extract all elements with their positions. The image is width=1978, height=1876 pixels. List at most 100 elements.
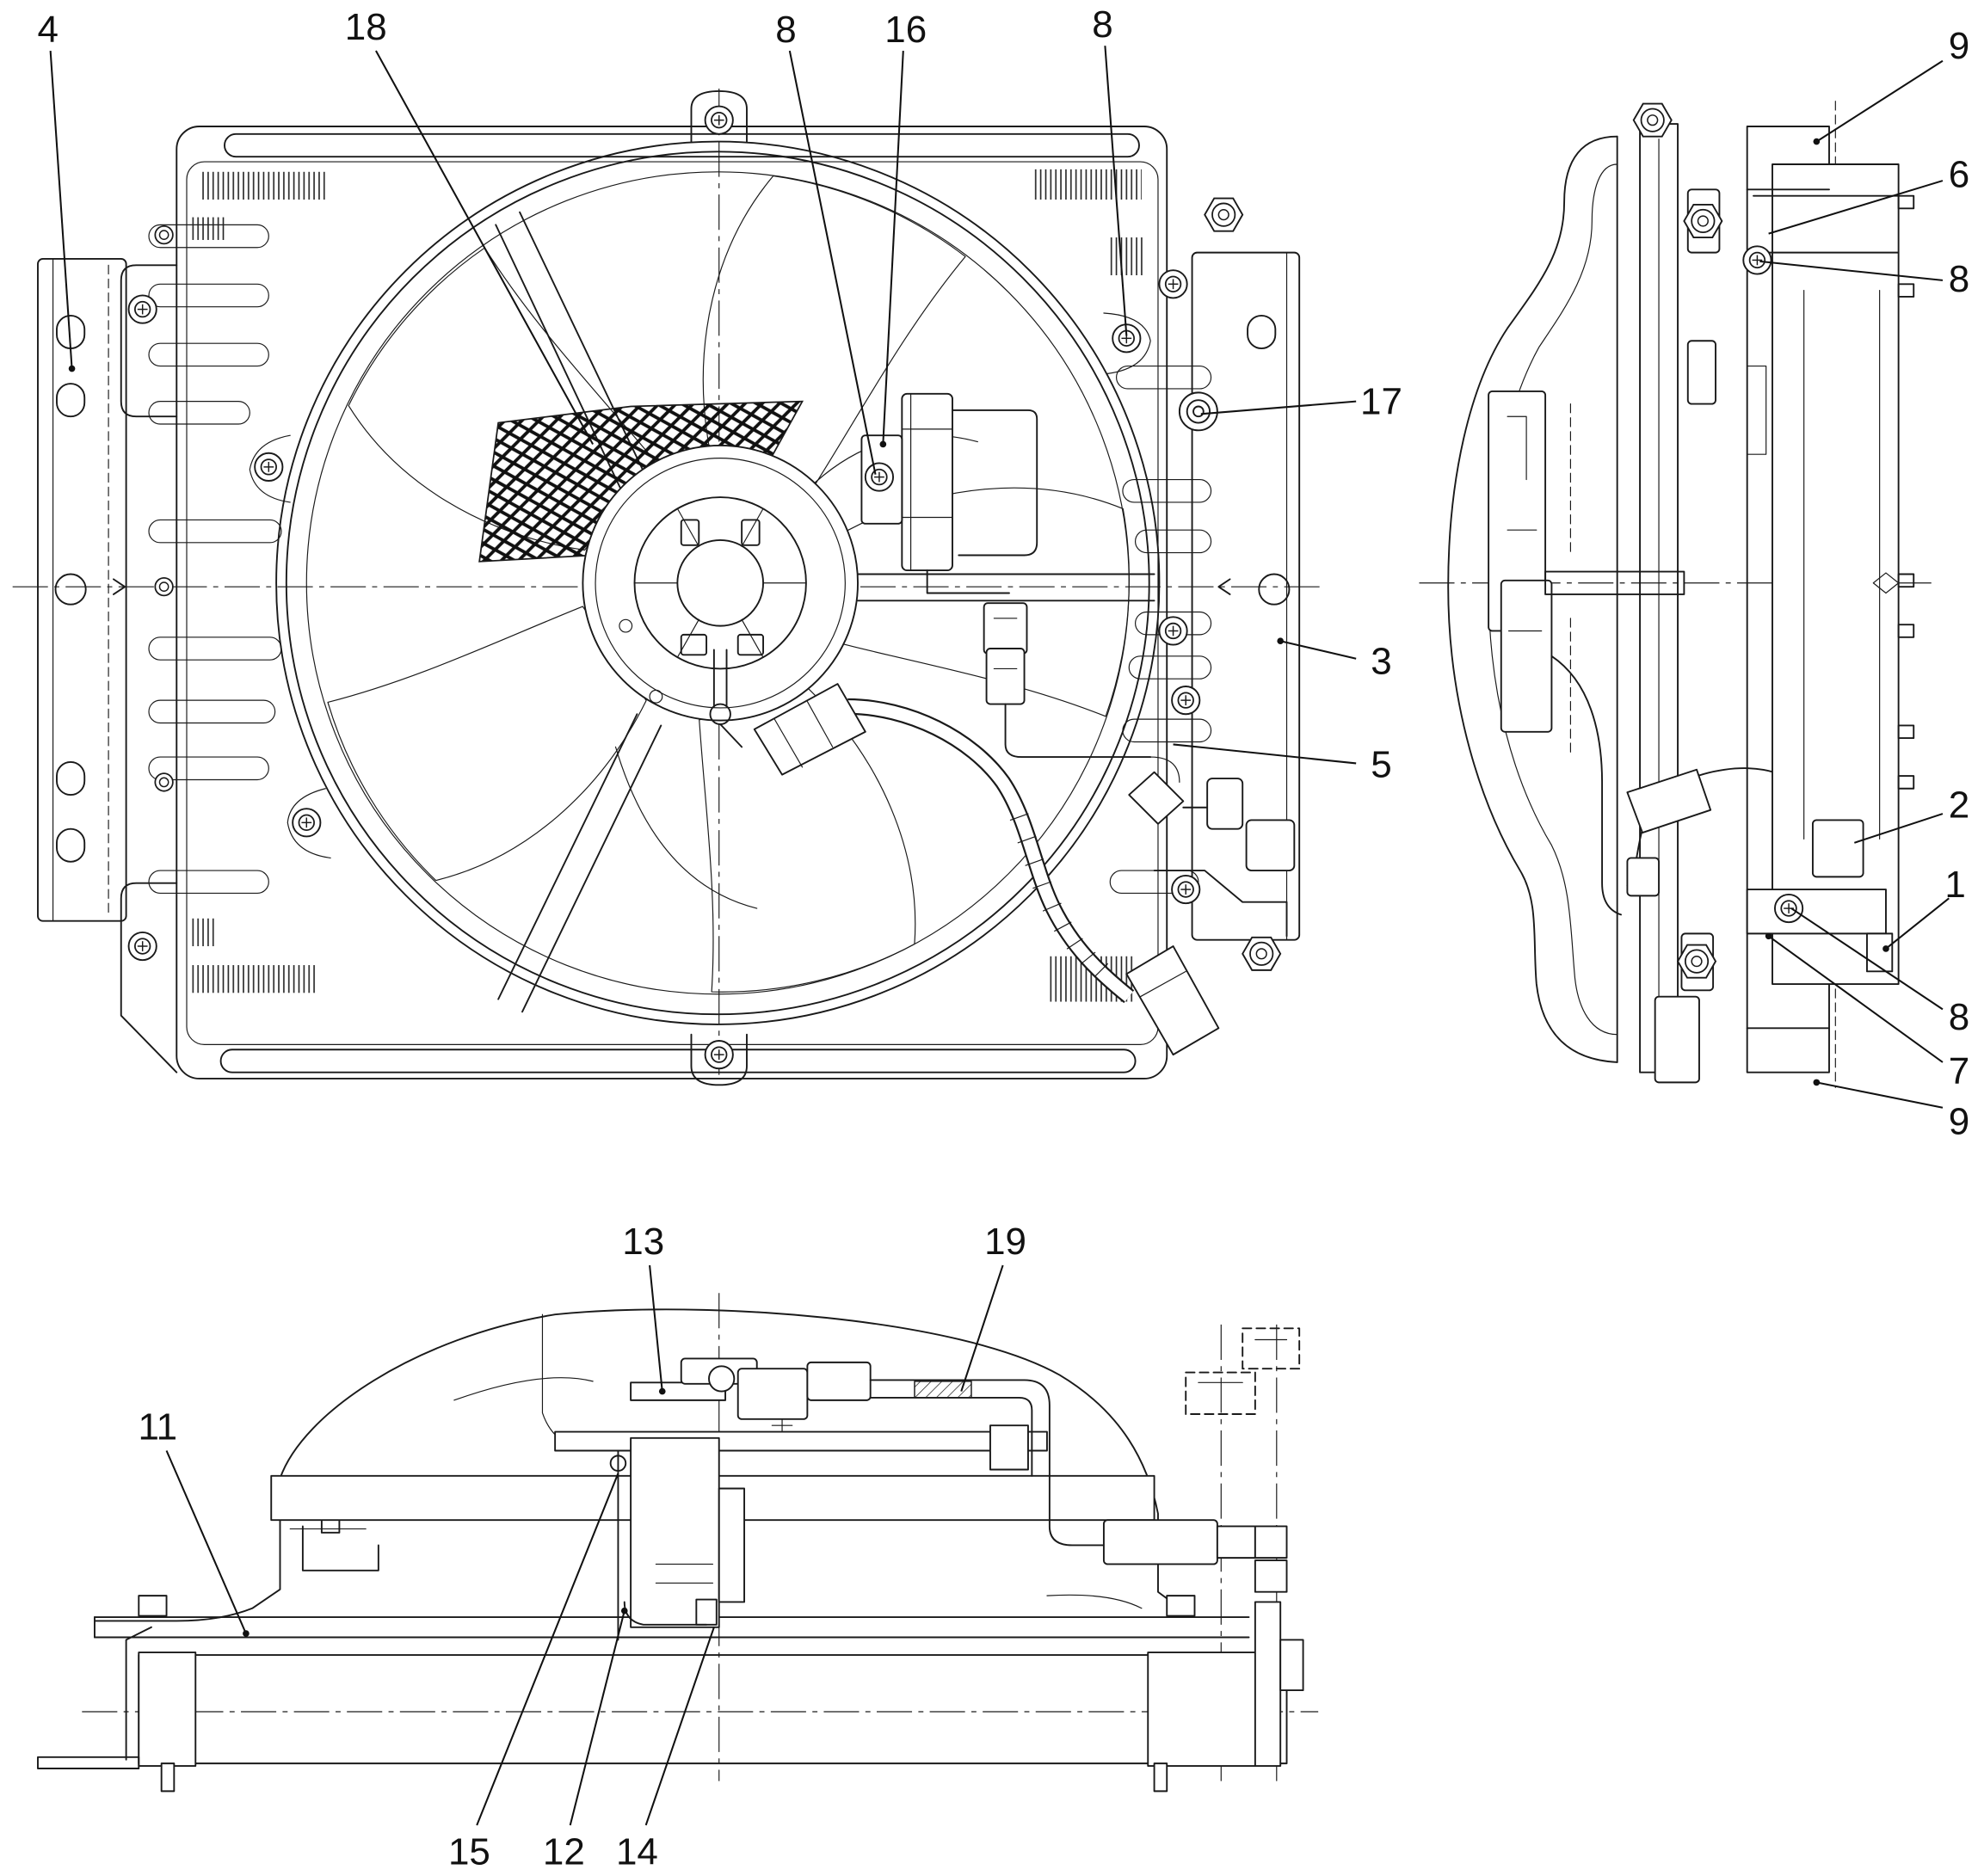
leader-line (1815, 59, 1944, 143)
bottom-connector-19 (736, 1361, 1105, 1547)
hex-bolt (1683, 203, 1723, 238)
leader-line (49, 50, 73, 369)
callout-8: 8 (1949, 996, 1969, 1038)
bolt (1158, 269, 1188, 299)
callout-14: 14 (616, 1830, 658, 1873)
hex-bolt (1242, 936, 1282, 971)
harness-end-connector (1125, 945, 1220, 1056)
bolt (154, 577, 174, 597)
bolt (292, 808, 322, 838)
callout-9: 9 (1949, 1100, 1969, 1142)
callout-8: 8 (1949, 258, 1969, 300)
callout-8: 8 (775, 9, 796, 51)
leader-line (1790, 907, 1944, 1011)
hex-bolt (1632, 102, 1673, 138)
callout-19: 19 (984, 1221, 1026, 1263)
fan-blade (842, 487, 1131, 717)
callout-2: 2 (1949, 784, 1969, 826)
callout-7: 7 (1949, 1050, 1969, 1092)
bottom-right-connector (1102, 1327, 1304, 1692)
front-bolts (127, 105, 1282, 1070)
leader-dot (1813, 138, 1821, 145)
fan-relay (860, 392, 1038, 594)
motor-connector (753, 683, 866, 776)
wiring-harness (847, 698, 1135, 1004)
bolt (127, 294, 157, 324)
callout-9: 9 (1949, 25, 1969, 67)
hex-bolt (1204, 197, 1244, 232)
leader-line (649, 1264, 663, 1392)
leader-line (788, 50, 877, 475)
callout-6: 6 (1949, 153, 1969, 195)
callout-11: 11 (138, 1405, 177, 1448)
bolt (1171, 874, 1201, 905)
fan-shroud (120, 89, 1168, 1086)
bolt (154, 772, 174, 792)
bottom-callouts: 13 19 11 15 12 14 (138, 1221, 1026, 1873)
fan-blade (702, 175, 966, 485)
bolt (254, 452, 284, 482)
side-callouts: 9 6 8 2 1 8 7 9 (1944, 25, 1969, 1143)
front-view: 4 18 8 16 8 17 3 5 (12, 3, 1402, 1086)
leader-line (1104, 46, 1128, 336)
bottom-leader-lines (165, 1264, 1004, 1826)
bottom-studs (138, 1595, 1196, 1793)
callout-16: 16 (884, 9, 927, 51)
bolt (127, 931, 157, 962)
leader-line (882, 50, 904, 445)
leader-dot (879, 440, 887, 448)
leader-line (960, 1264, 1004, 1392)
side-leader-lines (1759, 59, 1950, 1109)
leader-line (1885, 897, 1950, 950)
side-wiring (1626, 767, 1792, 897)
callout-8: 8 (1092, 3, 1112, 46)
leader-line (476, 1473, 619, 1826)
callout-3: 3 (1371, 640, 1391, 682)
callout-4: 4 (37, 9, 58, 51)
fan-blades (327, 175, 1131, 993)
leader-line (1200, 400, 1357, 415)
leader-line (1768, 935, 1944, 1063)
leader-line (1759, 260, 1944, 281)
leader-line (1279, 640, 1357, 660)
side-brackets (1654, 188, 1894, 1084)
callout-1: 1 (1944, 864, 1965, 906)
leader-dot (1882, 945, 1889, 952)
leader-line (644, 1627, 715, 1826)
bottom-radiator (37, 1601, 1288, 1769)
leader-dot (620, 1607, 628, 1615)
leader-dot (243, 1630, 250, 1637)
leader-dot (1277, 637, 1285, 645)
leader-line (569, 1610, 625, 1826)
bottom-view: 13 19 11 15 12 14 (37, 1221, 1319, 1873)
radiator-tubes (148, 224, 1212, 895)
leader-line (1853, 813, 1944, 844)
fan-motor-hub (582, 444, 859, 748)
bottom-fan-blade (270, 1430, 1155, 1641)
leader-line (1816, 1081, 1944, 1109)
fan-switch-connectors (1128, 756, 1296, 938)
bolt (864, 462, 895, 492)
leader-line (1173, 743, 1357, 765)
side-view: 9 6 8 2 1 8 7 9 (1419, 25, 1969, 1143)
leader-line (375, 50, 595, 445)
front-callouts: 4 18 8 16 8 17 3 5 (37, 3, 1402, 786)
bolt (1171, 686, 1201, 716)
callout-17: 17 (1360, 380, 1402, 422)
leader-line (165, 1450, 247, 1634)
fan-blade (327, 606, 647, 882)
side-motor (1488, 390, 1685, 916)
leader-dot (1765, 932, 1772, 940)
radiator-fin-hatching (188, 169, 1146, 1002)
callout-15: 15 (448, 1830, 490, 1873)
bolt (1158, 616, 1188, 646)
bolt (1742, 245, 1772, 275)
fan-blade (348, 247, 656, 551)
leader-dot (68, 365, 76, 372)
bolt (154, 225, 174, 245)
bolt (704, 1040, 734, 1070)
shroud-profile (1447, 123, 1679, 1073)
callout-5: 5 (1371, 744, 1391, 786)
